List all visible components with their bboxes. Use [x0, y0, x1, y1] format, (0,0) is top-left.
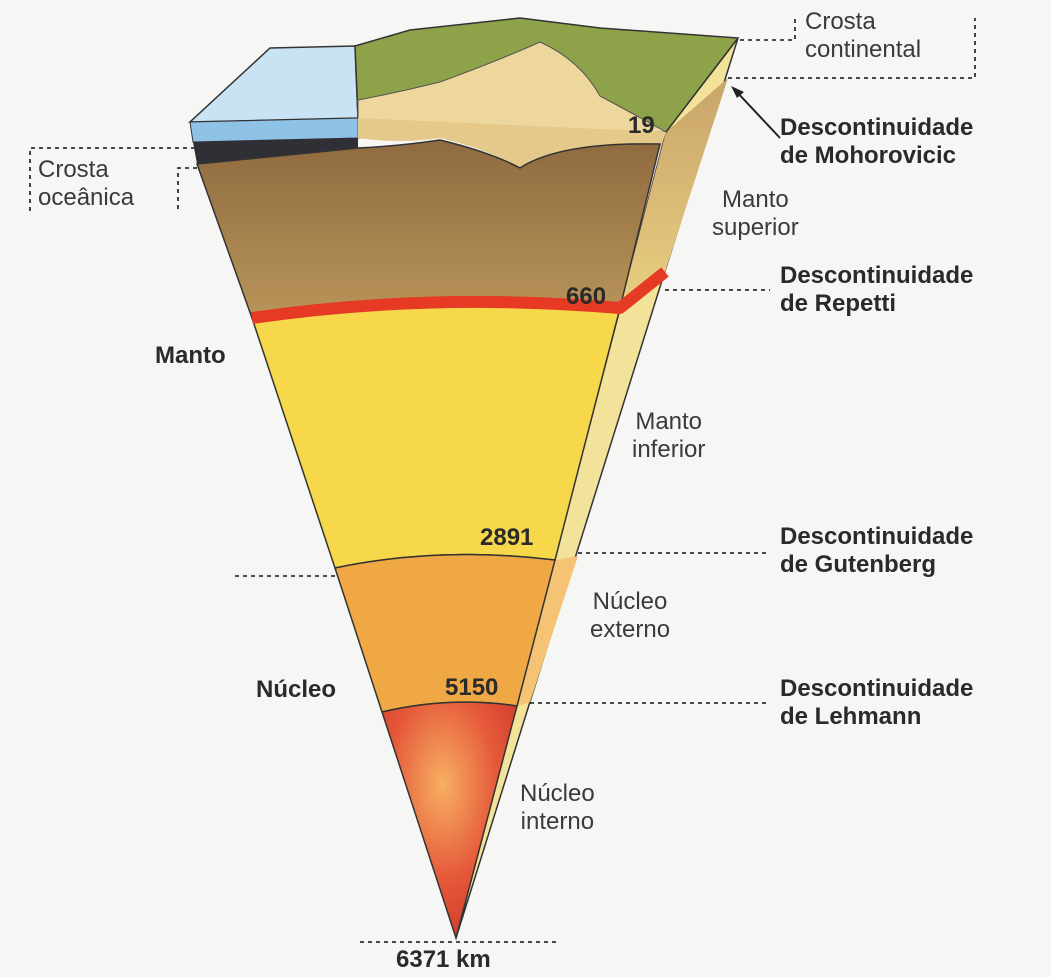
leader-crosta-oceanica-side — [177, 167, 197, 212]
depth-2891: 2891 — [480, 524, 534, 551]
inner-core-front — [381, 701, 518, 941]
label-nucleo-interno: Núcleo interno — [520, 780, 595, 836]
manto-superior-line2: superior — [712, 214, 799, 241]
leader-lines — [29, 18, 976, 943]
moho-line1: Descontinuidade — [780, 114, 974, 141]
manto-inferior-line1: Manto — [635, 408, 703, 435]
label-manto-superior: Manto superior — [712, 186, 799, 242]
lehmann-line2: de Lehmann — [780, 703, 922, 730]
repetti-line1: Descontinuidade — [780, 262, 974, 289]
depth-6371: 6371 km — [396, 946, 491, 973]
oceanic-crust-band — [193, 138, 358, 164]
gutenberg-line1: Descontinuidade — [780, 523, 974, 550]
depth-5150: 5150 — [445, 674, 499, 701]
moho-arrow — [734, 89, 781, 139]
label-crosta-continental: Crosta continental — [805, 8, 921, 64]
ocean-water-band — [189, 117, 359, 143]
crosta-continental-line1: Crosta — [805, 8, 876, 35]
manto-inferior-line2: inferior — [632, 436, 706, 463]
label-crosta-oceanica: Crosta oceânica — [38, 156, 134, 212]
mountain-crust — [357, 41, 668, 139]
moho-line2: de Mohorovicic — [780, 142, 957, 169]
nucleo-externo-line1: Núcleo — [592, 588, 668, 615]
label-lehmann: Descontinuidade de Lehmann — [780, 675, 973, 731]
label-manto: Manto — [155, 342, 226, 369]
crosta-oceanica-line2: oceânica — [38, 184, 135, 211]
moho-arrowhead-icon — [731, 86, 744, 98]
label-nucleo: Núcleo — [256, 676, 337, 703]
manto-superior-line1: Manto — [722, 186, 789, 213]
continental-crust-front — [358, 118, 666, 168]
label-repetti: Descontinuidade de Repetti — [780, 262, 973, 318]
leader-crosta-continental-bottom — [728, 18, 976, 79]
side-outer-core — [517, 556, 578, 706]
gutenberg-line2: de Gutenberg — [780, 551, 937, 578]
label-moho: Descontinuidade de Mohorovicic — [780, 114, 973, 170]
repetti-discontinuity-line — [251, 267, 669, 324]
label-nucleo-externo: Núcleo externo — [590, 588, 670, 644]
label-manto-inferior: Manto inferior — [632, 408, 705, 464]
nucleo-interno-line2: interno — [520, 808, 595, 835]
crosta-oceanica-line1: Crosta — [38, 156, 109, 183]
leader-crosta-continental — [740, 18, 796, 41]
nucleo-interno-line1: Núcleo — [520, 780, 595, 807]
crosta-continental-line2: continental — [805, 36, 922, 63]
side-upper-mantle — [620, 78, 728, 308]
label-gutenberg: Descontinuidade de Gutenberg — [780, 523, 973, 579]
lehmann-line1: Descontinuidade — [780, 675, 974, 702]
ocean-surface — [188, 45, 359, 123]
nucleo-externo-line2: externo — [590, 616, 671, 643]
depth-660: 660 — [566, 283, 607, 310]
depth-19: 19 — [628, 112, 655, 139]
repetti-line2: de Repetti — [780, 290, 897, 317]
